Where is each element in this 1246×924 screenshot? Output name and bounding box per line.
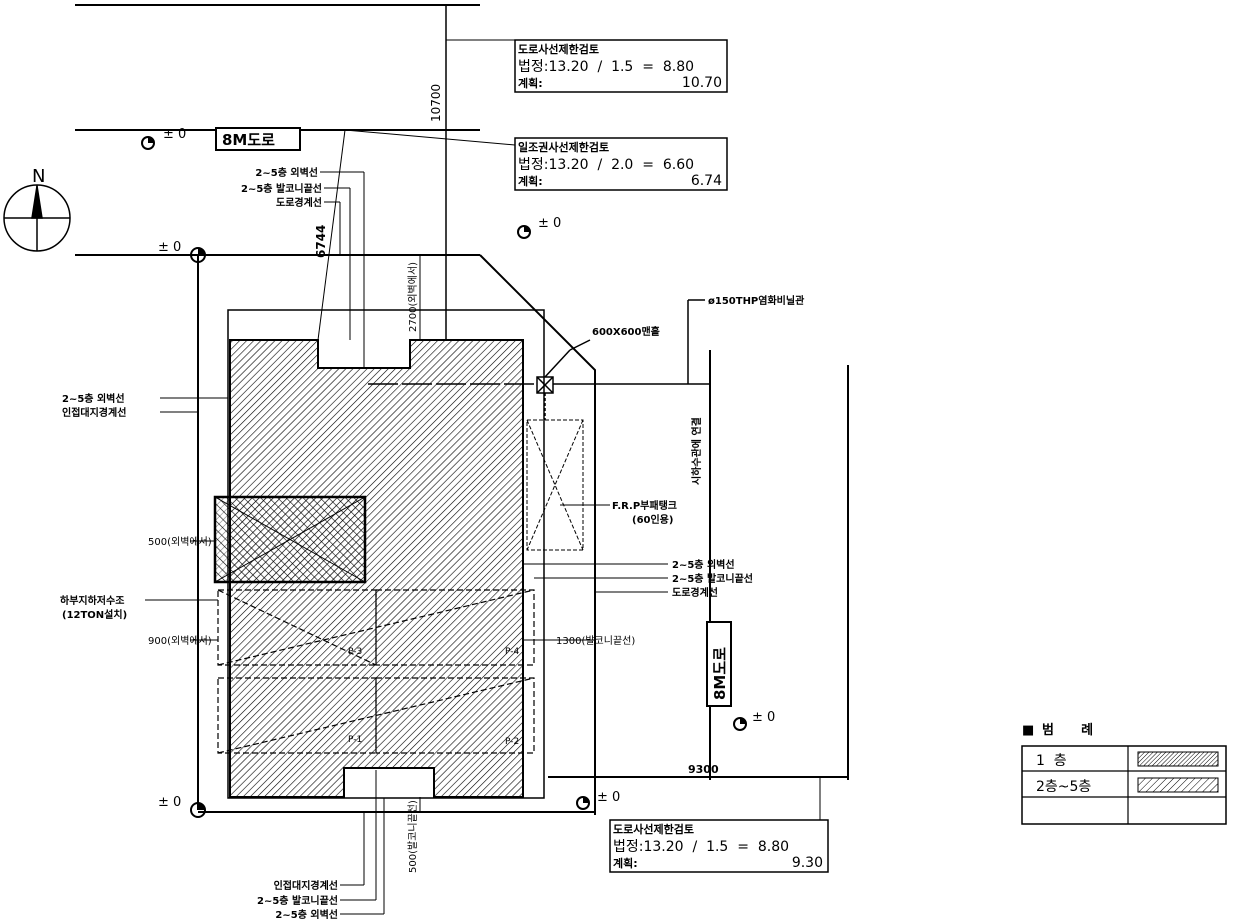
north-arrow	[3, 184, 71, 252]
leader-lines	[145, 39, 821, 915]
check-sun-line2-value: 6.74	[691, 173, 722, 189]
label-right-outer-wall: 2~5층 외벽선	[672, 558, 735, 571]
label-septic-tank: F.R.P부패탱크	[612, 499, 677, 512]
label-left-adjacent: 인접대지경계선	[62, 406, 126, 419]
zero-mark-1: ± 0	[163, 127, 186, 142]
label-sewer: 시하수관에 연결	[690, 417, 703, 485]
label-top-road-boundary: 도로경계선	[276, 196, 322, 209]
check-road-top-box	[514, 39, 728, 93]
label-right-road-boundary: 도로경계선	[672, 586, 718, 599]
right-road-lines	[548, 350, 849, 780]
legend-swatch-1f	[1137, 751, 1219, 767]
pipe-line	[368, 299, 710, 420]
check-road-top-line2-label: 계획:	[518, 76, 543, 90]
legend-row-1f: 1 층	[1036, 753, 1067, 769]
dim-1300: 1300(발코니끝선)	[556, 635, 635, 647]
zero-mark-4: ± 0	[158, 795, 181, 810]
label-bottom-adjacent: 인접대지경계선	[274, 879, 338, 892]
label-left-outer-wall: 2~5층 외벽선	[62, 392, 125, 405]
parking-p3: P-3	[348, 647, 362, 657]
dim-900-left: 900(외벽에서)	[148, 635, 212, 647]
zero-mark-5: ± 0	[597, 790, 620, 805]
zero-markers-fill	[148, 137, 746, 810]
legend-table	[1021, 745, 1227, 825]
road-top-label: 8M도로	[222, 131, 275, 149]
check-road-top-title: 도로사선제한검토	[518, 42, 599, 56]
road-right-label: 8M도로	[711, 647, 729, 700]
check-road-bottom-line2-value: 9.30	[792, 855, 823, 871]
dim-2700: 2700(외벽에서)	[407, 262, 419, 332]
dim-500-left: 500(외벽에서)	[148, 536, 212, 548]
check-road-top-line2-value: 10.70	[682, 75, 722, 91]
parking-p2: P-2	[505, 737, 519, 747]
building-hatch	[229, 339, 524, 798]
check-road-bottom-title: 도로사선제한검토	[613, 822, 694, 836]
parking-areas	[217, 589, 535, 754]
label-top-outer-wall: 2~5층 외벽선	[255, 166, 318, 179]
check-road-bottom-line1: 법정:13.20 / 1.5 = 8.80	[613, 839, 789, 855]
road-top-box	[215, 127, 301, 151]
check-sun-line1: 법정:13.20 / 2.0 = 6.60	[518, 157, 694, 173]
legend-row-2-5f: 2층~5층	[1036, 779, 1091, 795]
label-manhole: 600X600맨홀	[592, 325, 660, 338]
label-bottom-balcony: 2~5층 발코니끝선	[257, 894, 338, 907]
legend-title: 범 례	[1042, 722, 1093, 738]
zero-mark-3: ± 0	[158, 240, 181, 255]
zero-mark-2: ± 0	[538, 216, 561, 231]
label-bottom-outer-wall: 2~5층 외벽선	[275, 908, 338, 921]
site-boundary	[75, 254, 596, 815]
label-right-balcony: 2~5층 발코니끝선	[672, 572, 753, 585]
label-water-tank: 하부지하저수조	[60, 594, 124, 607]
parking-p4: P-4	[505, 647, 519, 657]
zero-mark-6: ± 0	[752, 710, 775, 725]
label-septic-capacity: (60인용)	[632, 513, 673, 526]
label-pipe: ø150THP염화비닐관	[708, 294, 805, 307]
check-sun-title: 일조권사선제한검토	[518, 140, 609, 154]
check-road-bottom-box	[609, 819, 829, 873]
septic-tank	[526, 419, 584, 551]
label-water-tank-capacity: (12TON설치)	[62, 608, 127, 621]
north-label: N	[32, 166, 45, 187]
legend-swatch-2-5f	[1137, 777, 1219, 793]
dim-500-bottom: 500(발코니끝선)	[407, 800, 419, 873]
check-road-bottom-line2-label: 계획:	[613, 856, 638, 870]
dimension-lines	[419, 255, 595, 812]
parking-p1: P-1	[348, 735, 362, 745]
dim-6744: 6744	[314, 225, 328, 258]
manhole-symbol	[536, 376, 554, 394]
road-right-box	[706, 621, 732, 707]
dim-10700: 10700	[429, 84, 443, 122]
check-road-top-line1: 법정:13.20 / 1.5 = 8.80	[518, 59, 694, 75]
legend-title-mark: ■	[1022, 723, 1034, 738]
check-sun-box	[514, 137, 728, 191]
label-top-balcony: 2~5층 발코니끝선	[241, 182, 322, 195]
dim-9300: 9300	[688, 763, 719, 776]
check-sun-line2-label: 계획:	[518, 174, 543, 188]
